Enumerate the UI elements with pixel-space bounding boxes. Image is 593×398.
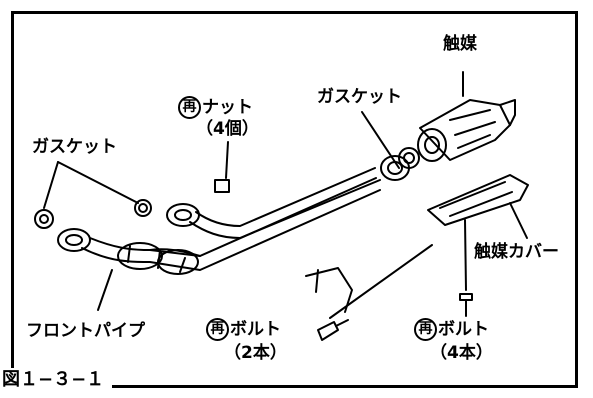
leader-front-pipe xyxy=(97,269,113,311)
label-catalyst: 触媒 xyxy=(443,34,477,54)
bolt-left-head xyxy=(317,321,339,341)
bolt-right-head xyxy=(459,293,473,301)
front-pipe-flange-right xyxy=(166,203,200,227)
leader-gasket-top xyxy=(361,111,400,169)
leader-gasket-left-1 xyxy=(43,161,59,209)
label-nut-text: ナット xyxy=(202,97,253,118)
gasket-left-a xyxy=(34,209,54,229)
leader-catalyst-cover xyxy=(509,202,528,239)
label-bolt-right-qty: （4本） xyxy=(430,343,493,363)
catalyst-cover-shape xyxy=(427,174,529,226)
label-front-pipe: フロントパイプ xyxy=(26,321,145,341)
leader-nut xyxy=(225,141,229,179)
leader-gasket-left-2 xyxy=(57,161,139,204)
nut-shape xyxy=(214,179,230,193)
label-bolt-right-text: ボルト xyxy=(438,319,489,340)
leader-bolt-left xyxy=(329,244,433,319)
reuse-mark-icon: 再 xyxy=(206,318,229,341)
gasket-left-b xyxy=(134,199,152,217)
front-pipe-body-lower xyxy=(81,189,381,271)
front-pipe-flange-left xyxy=(57,228,91,252)
diagram-frame xyxy=(11,11,578,388)
front-pipe-muffler xyxy=(117,242,163,270)
label-nut-qty: （4個） xyxy=(196,119,259,139)
label-gasket-left: ガスケット xyxy=(32,137,117,157)
label-catalyst-cover: 触媒カバー xyxy=(474,242,559,262)
label-bolt-left-qty: （2本） xyxy=(224,343,287,363)
catalyst-inlet xyxy=(417,128,447,162)
figure-caption: 図１−３−１ xyxy=(0,368,113,391)
label-nut: 再ナット xyxy=(178,96,253,119)
bracket-shape xyxy=(305,267,353,313)
label-bolt-left: 再ボルト xyxy=(206,318,281,341)
gasket-top-ring xyxy=(398,147,420,169)
label-bolt-right: 再ボルト xyxy=(414,318,489,341)
leader-bolt-right xyxy=(464,219,467,291)
label-gasket-top: ガスケット xyxy=(317,87,402,107)
reuse-mark-icon: 再 xyxy=(414,318,437,341)
label-bolt-left-text: ボルト xyxy=(230,319,281,340)
reuse-mark-icon: 再 xyxy=(178,96,201,119)
